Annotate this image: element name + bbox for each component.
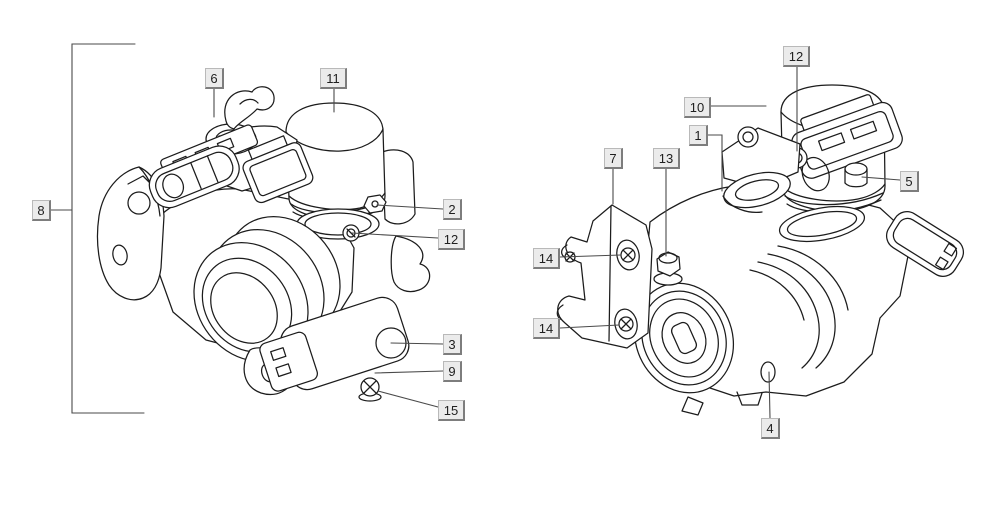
callout-4[interactable]: 4 <box>761 418 780 439</box>
callout-11[interactable]: 11 <box>320 68 347 89</box>
leader-12-left <box>351 232 439 239</box>
leader-8-bracket <box>71 43 145 414</box>
callout-6[interactable]: 6 <box>205 68 224 89</box>
leader-15 <box>377 390 439 408</box>
leader-9 <box>374 370 444 374</box>
leader-4 <box>768 371 771 419</box>
callout-12-right[interactable]: 12 <box>783 46 810 67</box>
callout-14-bottom[interactable]: 14 <box>533 318 560 339</box>
leader-1 <box>707 134 723 192</box>
callout-10[interactable]: 10 <box>684 97 711 118</box>
callout-15[interactable]: 15 <box>438 400 465 421</box>
callout-5[interactable]: 5 <box>900 171 919 192</box>
leader-14-bottom <box>559 324 620 329</box>
callout-1[interactable]: 1 <box>689 125 708 146</box>
callout-2[interactable]: 2 <box>443 199 462 220</box>
leader-lines <box>50 43 901 419</box>
callout-9[interactable]: 9 <box>443 361 462 382</box>
left-assembly-drawing <box>96 86 431 402</box>
right-assembly-drawing <box>556 84 965 416</box>
callout-3[interactable]: 3 <box>443 334 462 355</box>
leader-2 <box>376 204 444 210</box>
callout-8[interactable]: 8 <box>32 200 51 221</box>
callout-14-top[interactable]: 14 <box>533 248 560 269</box>
leader-5 <box>861 176 901 181</box>
callout-7[interactable]: 7 <box>604 148 623 169</box>
leader-3 <box>390 342 444 345</box>
leader-14-top <box>559 254 622 258</box>
callout-13[interactable]: 13 <box>653 148 680 169</box>
callout-12-left[interactable]: 12 <box>438 229 465 250</box>
